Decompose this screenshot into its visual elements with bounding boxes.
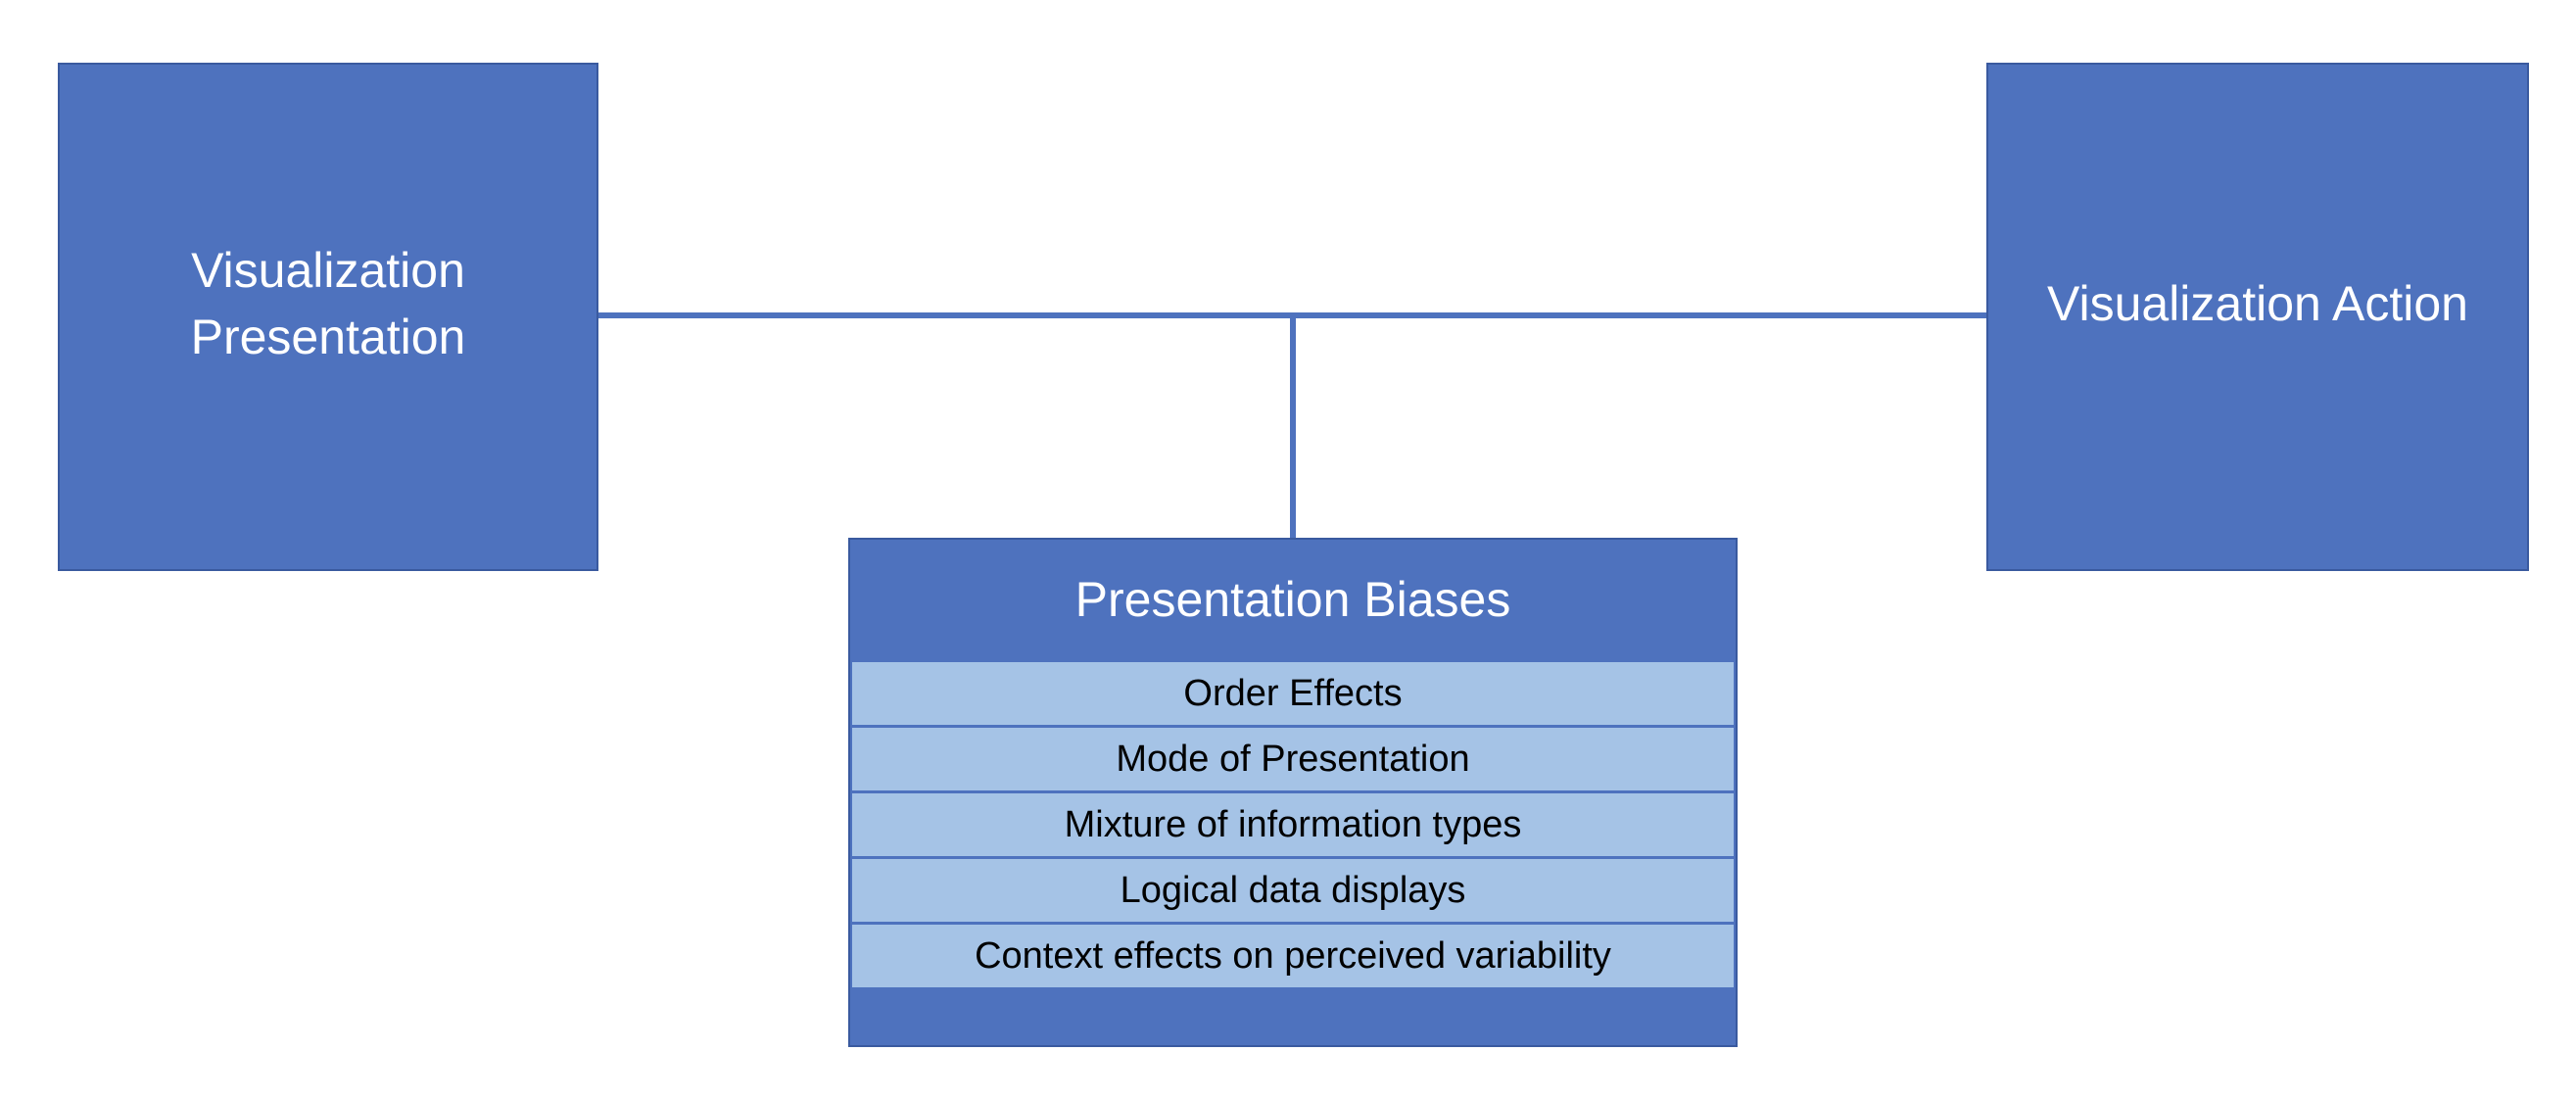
visualization-presentation-label: Visualization Presentation [190,242,466,364]
visualization-action-label: Visualization Action [2047,275,2468,331]
presentation-biases-panel: Presentation Biases Order Effects Mode o… [848,538,1738,1047]
visualization-action-box: Visualization Action [1986,63,2529,571]
bias-item-order-effects: Order Effects [852,662,1734,725]
bias-item-context-effects: Context effects on perceived variability [852,925,1734,987]
bias-list: Order Effects Mode of Presentation Mixtu… [852,662,1734,990]
bias-item-mixture-of-information-types: Mixture of information types [852,793,1734,856]
presentation-biases-title: Presentation Biases [1074,572,1511,627]
visualization-presentation-box: Visualization Presentation [58,63,598,571]
bias-item-logical-data-displays: Logical data displays [852,859,1734,922]
vertical-connector [1290,315,1296,539]
bias-item-mode-of-presentation: Mode of Presentation [852,728,1734,790]
